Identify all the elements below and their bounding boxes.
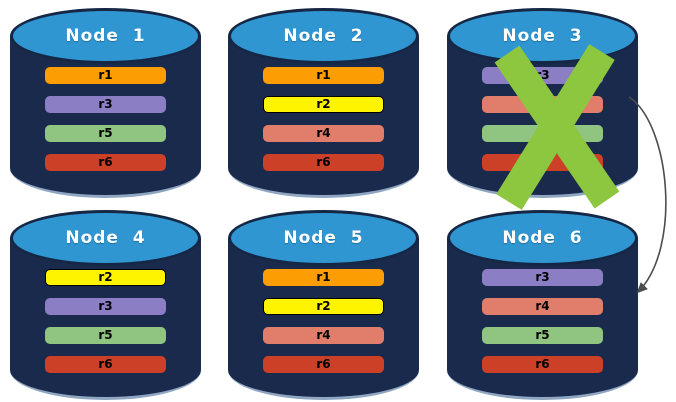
- node-4-cylinder: Node 4 r2 r3 r5 r6: [10, 210, 201, 400]
- node-3-cylinder: Node 3 r3: [447, 8, 638, 210]
- node-5-cylinder: Node 5 r1 r2 r4 r6: [228, 210, 419, 400]
- replica-rows: r1 r2 r4 r6: [263, 67, 384, 171]
- replica-row: r5: [45, 125, 166, 142]
- node-title: Node 3: [502, 26, 583, 46]
- replica-row: [482, 96, 603, 113]
- cylinder-top: Node 5: [228, 210, 419, 266]
- replica-row: r6: [45, 154, 166, 171]
- replica-row: r2: [45, 269, 166, 286]
- replica-row: r3: [45, 298, 166, 315]
- cylinder-top: Node 4: [10, 210, 201, 266]
- replica-row: r2: [263, 96, 384, 113]
- replica-row: r6: [263, 154, 384, 171]
- replica-row: r5: [482, 327, 603, 344]
- node-title: Node 2: [283, 26, 364, 46]
- replica-row: r2: [263, 298, 384, 315]
- replica-row: r6: [482, 356, 603, 373]
- replica-row: r4: [263, 327, 384, 344]
- replica-row: r6: [45, 356, 166, 373]
- node-6-cylinder: Node 6 r3 r4 r5 r6: [447, 210, 638, 400]
- replica-rows: r1 r2 r4 r6: [263, 269, 384, 373]
- replica-row: r5: [45, 327, 166, 344]
- node-title: Node 4: [65, 228, 146, 248]
- replica-row: r4: [482, 298, 603, 315]
- replica-row: r3: [482, 269, 603, 286]
- replica-rows: r2 r3 r5 r6: [45, 269, 166, 373]
- node-title: Node 6: [502, 228, 583, 248]
- replica-row: r1: [263, 269, 384, 286]
- node-title: Node 1: [65, 26, 146, 46]
- replica-row: r4: [263, 125, 384, 142]
- replica-rows: r1 r3 r5 r6: [45, 67, 166, 171]
- cylinder-top: Node 6: [447, 210, 638, 266]
- node-2-cylinder: Node 2 r1 r2 r4 r6: [228, 8, 419, 198]
- replica-row: [482, 154, 603, 171]
- replica-row: r1: [263, 67, 384, 84]
- replica-row: r3: [482, 67, 603, 84]
- cylinder-top: Node 3: [447, 8, 638, 64]
- replica-rows: r3 r4 r5 r6: [482, 269, 603, 373]
- cylinder-top: Node 1: [10, 8, 201, 64]
- replica-row: r1: [45, 67, 166, 84]
- replica-row: [482, 125, 603, 142]
- replica-row: r6: [263, 356, 384, 373]
- replica-rows: r3: [482, 67, 603, 171]
- node-title: Node 5: [283, 228, 364, 248]
- replica-row: r3: [45, 96, 166, 113]
- node-1-cylinder: Node 1 r1 r3 r5 r6: [10, 8, 201, 198]
- cylinder-top: Node 2: [228, 8, 419, 64]
